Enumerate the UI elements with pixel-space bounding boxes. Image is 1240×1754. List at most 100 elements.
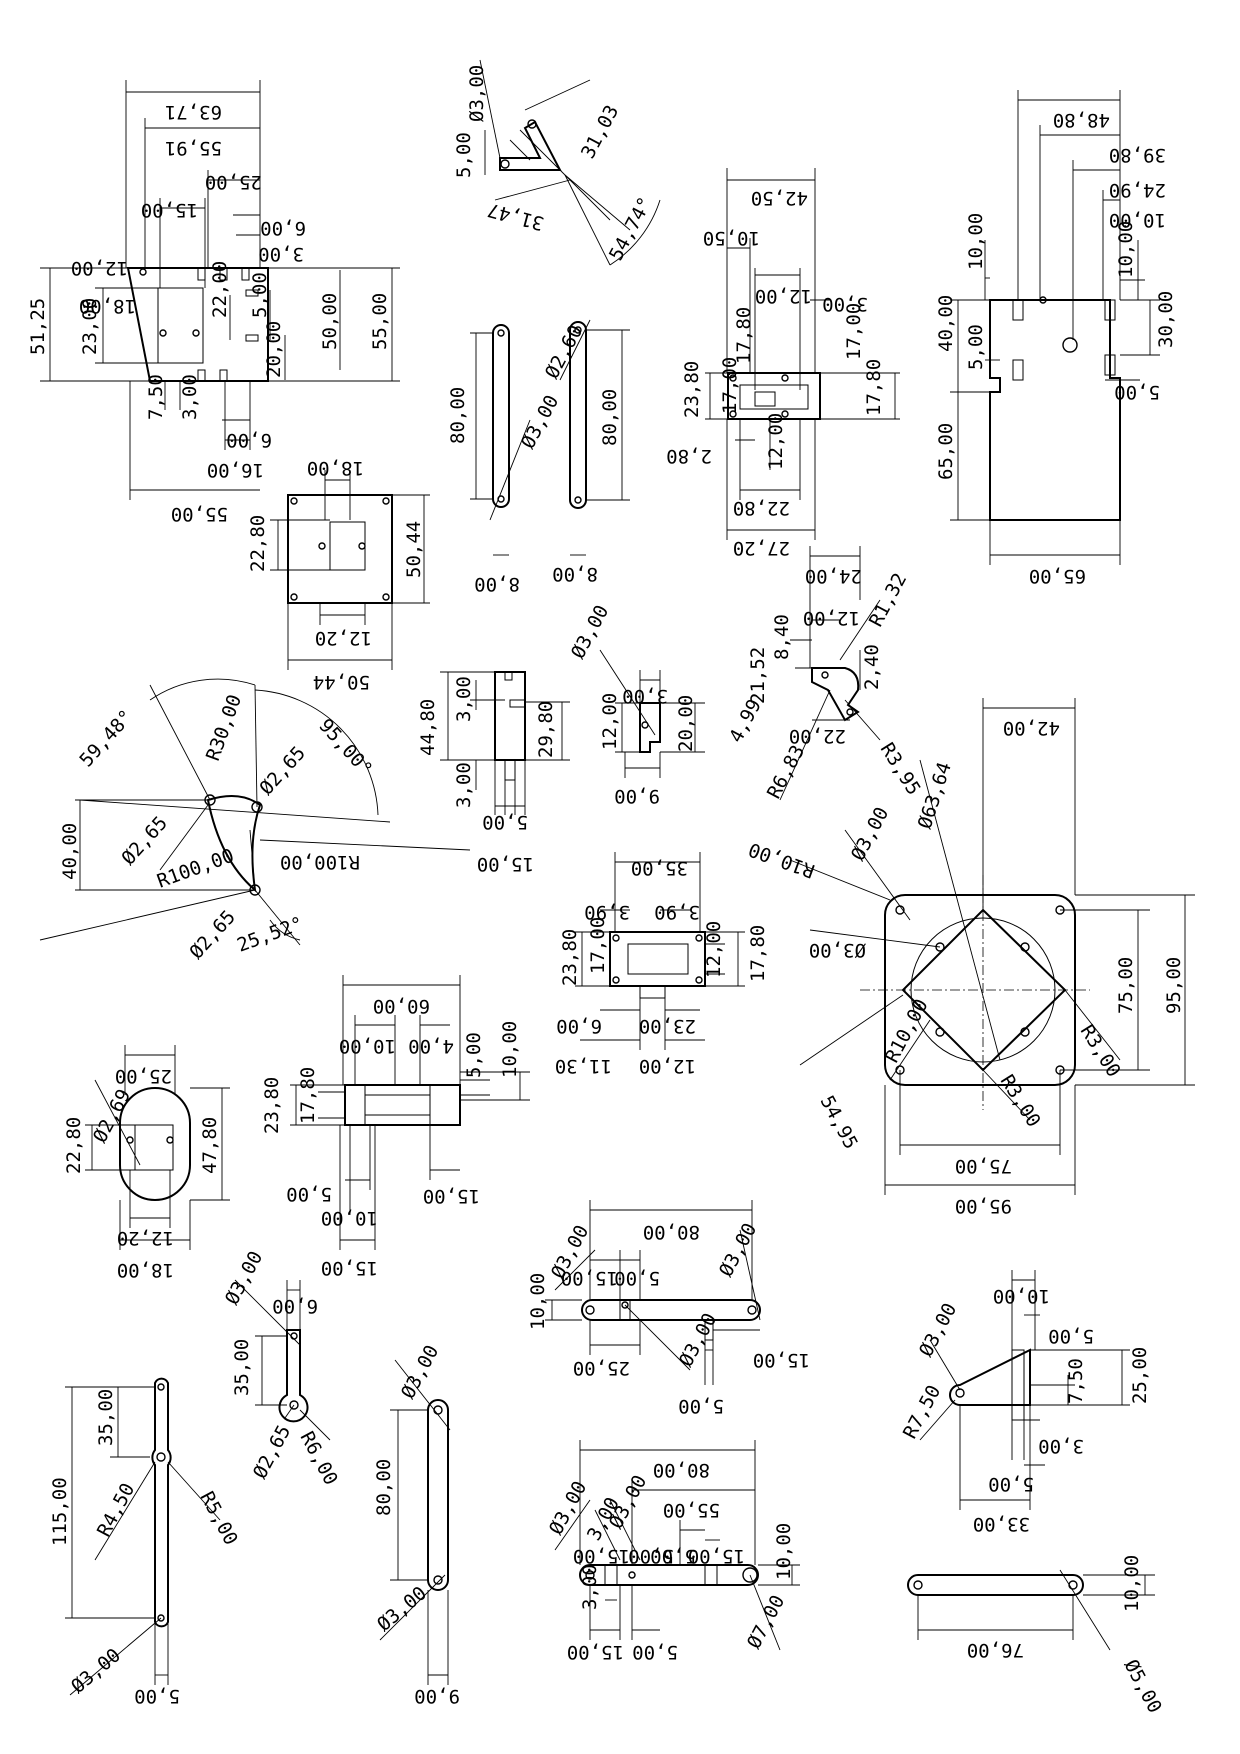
- dim-label: 10,00: [321, 1207, 378, 1229]
- part-p-outline: [278, 1329, 309, 1423]
- part-t-hole: [585, 1570, 595, 1580]
- dim-label: 5,00: [628, 1545, 674, 1567]
- dim-label: 3,00: [453, 676, 475, 722]
- part-c-hole: [729, 374, 737, 382]
- part-j-small-tab: Ø3,00 3,00 12,00 20,00 9,00: [567, 602, 705, 807]
- dim-label: 63,71: [165, 101, 222, 123]
- dim-label: 5,00: [650, 1545, 696, 1567]
- dim-label: 17,80: [297, 1067, 319, 1124]
- dim-label: 18,00: [117, 1259, 174, 1281]
- dim-label: 10,00: [1121, 1555, 1143, 1612]
- dim-label: Ø3,00: [675, 1310, 721, 1371]
- part-s-outline: [427, 1399, 449, 1591]
- dim-label: 27,20: [733, 537, 790, 559]
- dim-label: 10,00: [1109, 209, 1166, 231]
- dim-label: 5,00: [1048, 1325, 1094, 1347]
- part-a-hole: [139, 268, 147, 276]
- dim-label: Ø2,65: [117, 812, 172, 869]
- dim-label: 5,00: [249, 272, 271, 318]
- part-l-square-disc-plate: 42,00 Ø63,64 Ø3,00 R10,00 Ø3,00 75,00 95…: [746, 698, 1195, 1217]
- part-c-hole: [729, 410, 737, 418]
- part-k-tab-bracket: 35,00 3,90 3,90 23,80 17,00 12,00 17,80 …: [555, 852, 769, 1077]
- part-d-notch: [1012, 359, 1024, 381]
- part-a-notch: [245, 334, 259, 342]
- dim-label: 9,00: [614, 785, 660, 807]
- part-b-hole: [527, 119, 537, 129]
- dim-label: 8,00: [552, 563, 598, 585]
- part-u-hole: [1068, 1580, 1078, 1590]
- dim-label: 35,00: [231, 1339, 253, 1396]
- dim-label: R100,00: [154, 845, 237, 893]
- dim-label: R6,00: [296, 1428, 342, 1489]
- dim-label: 80,00: [373, 1459, 395, 1516]
- dim-label: 12,00: [71, 257, 128, 279]
- part-k-window: [627, 943, 689, 975]
- dim-label: 10,00: [339, 1035, 396, 1057]
- part-c-window: [739, 384, 809, 410]
- dim-label: 33,00: [973, 1513, 1030, 1535]
- part-i-tab: [504, 759, 516, 781]
- dim-label: 10,50: [703, 227, 760, 249]
- dim-label: 23,80: [261, 1077, 283, 1134]
- part-q-outline: [949, 1348, 1031, 1406]
- dim-label: 17,80: [747, 925, 769, 982]
- dim-label: 16,00: [207, 459, 264, 481]
- part-p-paddle: Ø3,00 6,00 35,00 Ø2,65 R6,00: [221, 1248, 342, 1489]
- dim-label: 3,00: [622, 685, 668, 707]
- part-f-link-1: [492, 324, 510, 508]
- part-o-hole: [585, 1305, 595, 1315]
- part-q-slot: [1011, 1349, 1025, 1421]
- dim-label: 18,00: [79, 295, 136, 317]
- dim-label: R3,00: [1076, 1021, 1125, 1081]
- part-a-slot: [157, 287, 204, 364]
- dim-label: 2,40: [861, 644, 883, 690]
- dim-label: 5,00: [614, 1267, 660, 1289]
- part-t-slot: [704, 1564, 718, 1586]
- dim-label: Ø2,60: [541, 322, 587, 383]
- dim-label: 54,74°: [605, 193, 657, 264]
- dim-label: R6,83: [763, 742, 809, 803]
- dim-label: 55,00: [171, 503, 228, 525]
- part-n-end: [344, 1084, 366, 1126]
- dim-label: 95,00: [955, 1195, 1012, 1217]
- part-n-window: [364, 1094, 431, 1116]
- dim-label: 3,00: [822, 293, 868, 315]
- dim-label: 65,00: [1029, 565, 1086, 587]
- dim-label: 10,00: [773, 1523, 795, 1580]
- dim-label: 80,00: [653, 1459, 710, 1481]
- dim-label: 51,25: [27, 298, 49, 355]
- dim-label: R5,00: [196, 1488, 242, 1549]
- part-a-hole: [192, 329, 200, 337]
- dim-label: 40,00: [935, 295, 957, 352]
- part-m-hole: [166, 1136, 174, 1144]
- part-b-hole: [500, 159, 510, 169]
- part-g-hole: [821, 671, 829, 679]
- dim-label: 50,44: [403, 521, 425, 578]
- dim-label: 12,20: [117, 1227, 174, 1249]
- dim-label: Ø2,65: [185, 906, 240, 963]
- dim-label: Ø3,00: [567, 602, 613, 663]
- dim-label: 76,00: [967, 1639, 1024, 1661]
- dim-label: 10,00: [1115, 221, 1137, 278]
- part-e-square-plate: 18,00 22,80 50,44 12,20 50,44: [247, 457, 430, 693]
- part-k-hole: [612, 976, 620, 984]
- dim-label: 5,00: [482, 811, 528, 833]
- part-s-hole: [433, 1575, 443, 1585]
- dim-label: 6,00: [272, 1295, 318, 1317]
- dim-label: 42,00: [1003, 717, 1060, 739]
- dim-label: 6,00: [260, 217, 306, 239]
- part-f-link-2: [569, 321, 587, 509]
- dim-label: 4,99: [725, 696, 766, 747]
- part-o-outline: [581, 1299, 761, 1321]
- part-q-flag-bracket: 10,00 5,00 Ø3,00 25,00 7,50 R7,50 3,00 5…: [899, 1270, 1151, 1535]
- part-t-lower-bar: 80,00 55,00 Ø3,00 3,00 Ø3,00 15,00 5,00 …: [545, 1440, 800, 1663]
- dim-label: R10,00: [746, 838, 818, 882]
- part-a-notch: [197, 267, 206, 281]
- part-a-notch: [219, 369, 228, 382]
- part-l-hole: [1020, 1027, 1030, 1037]
- part-p-hole: [289, 1400, 299, 1410]
- part-a-hole: [159, 329, 167, 337]
- dim-label: 5,00: [134, 1685, 180, 1707]
- part-d-base-plate: 48,80 39,80 24,90 10,00 10,00 30,00 5,00…: [935, 90, 1177, 587]
